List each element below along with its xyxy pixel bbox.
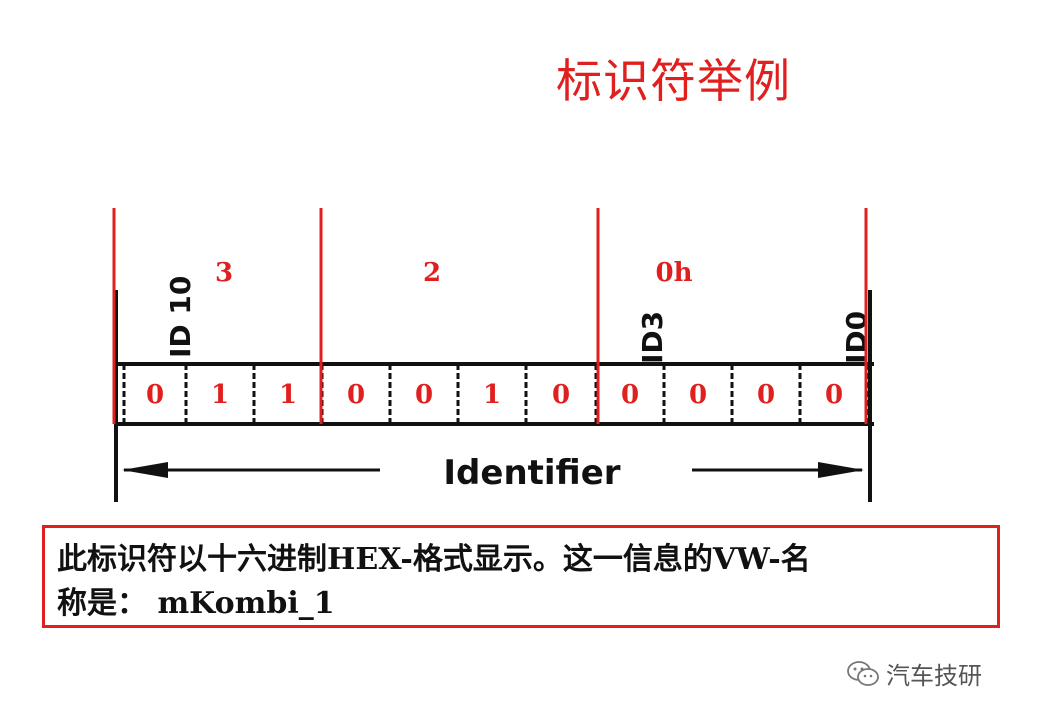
- hex-digit-3: 0h: [656, 258, 693, 288]
- description-line-1: 此标识符以十六进制HEX-格式显示。这一信息的VW-名: [57, 542, 811, 577]
- bit-value-2: 1: [279, 380, 297, 410]
- id-label-left: ID 10: [164, 276, 197, 358]
- bit-values: 0 1 1 0 0 1 0 0 0 0 0: [146, 380, 843, 410]
- watermark-text: 汽车技研: [886, 662, 982, 690]
- bit-value-8: 0: [689, 380, 707, 410]
- bit-value-5: 1: [483, 380, 501, 410]
- bit-value-7: 0: [621, 380, 639, 410]
- bit-value-10: 0: [825, 380, 843, 410]
- slide-title: 标识符举例: [556, 54, 791, 108]
- hex-digit-1: 3: [215, 258, 233, 288]
- bit-value-1: 1: [211, 380, 229, 410]
- id-label-mid: ID3: [636, 311, 669, 364]
- hex-digit-2: 2: [423, 258, 441, 288]
- arrow-left-icon: [122, 462, 168, 478]
- bit-value-9: 0: [757, 380, 775, 410]
- arrow-right-icon: [818, 462, 864, 478]
- description-line-2: 称是： mKombi_1: [57, 586, 335, 621]
- description-box: 此标识符以十六进制HEX-格式显示。这一信息的VW-名 称是： mKombi_1: [42, 525, 1000, 628]
- bit-value-3: 0: [347, 380, 365, 410]
- bit-value-6: 0: [552, 380, 570, 410]
- bit-value-0: 0: [146, 380, 164, 410]
- wechat-icon: [847, 660, 879, 686]
- watermark: 汽车技研: [846, 656, 982, 691]
- bit-value-4: 0: [415, 380, 433, 410]
- identifier-label: Identifier: [443, 453, 620, 493]
